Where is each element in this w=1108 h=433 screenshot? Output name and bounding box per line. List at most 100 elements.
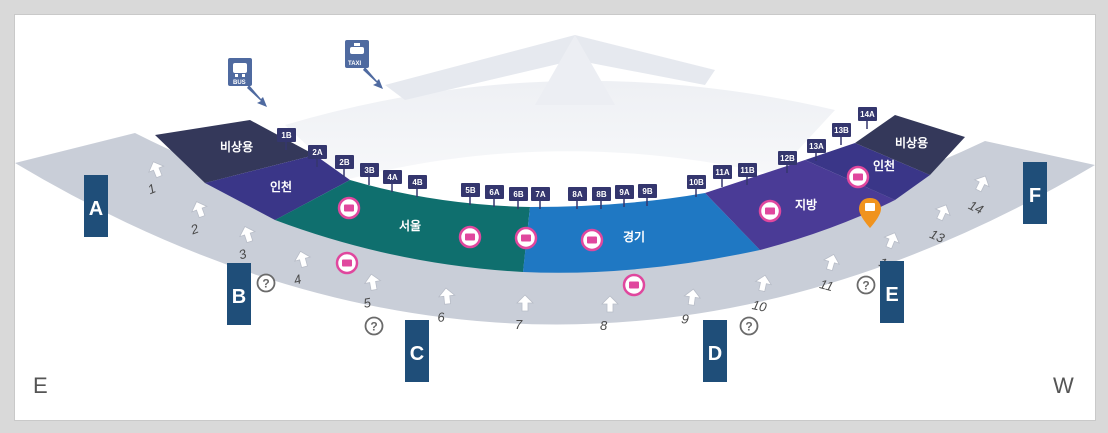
bus-stop-tag-4a: 4A — [383, 170, 402, 192]
svg-text:4B: 4B — [412, 178, 422, 187]
door-number: 4 — [292, 271, 303, 287]
svg-text:4A: 4A — [387, 173, 397, 182]
svg-text:13B: 13B — [834, 126, 849, 135]
svg-text:BUS: BUS — [233, 80, 246, 86]
svg-text:8A: 8A — [572, 190, 582, 199]
taxi-arrow-icon — [363, 67, 383, 89]
gate-e: E — [880, 261, 904, 323]
bus-stop-tag-14a: 14A — [858, 107, 877, 129]
door-arrow-icon — [883, 232, 900, 250]
bus-arrow-icon — [247, 85, 267, 107]
door-arrow-icon — [601, 295, 619, 313]
svg-text:?: ? — [262, 277, 269, 291]
door-7: 7 — [515, 294, 534, 332]
svg-text:10B: 10B — [689, 178, 704, 187]
door-number: 8 — [600, 318, 608, 333]
door-6: 6 — [437, 287, 456, 325]
gates: A B C D E F — [84, 162, 1047, 382]
svg-text:2B: 2B — [339, 158, 349, 167]
taxi-icon: TAXI — [345, 40, 369, 68]
door-9: 9 — [680, 288, 702, 327]
svg-text:?: ? — [862, 279, 869, 293]
zone-label-incheon-left: 인천 — [270, 179, 292, 194]
info-icon: ? — [856, 275, 876, 295]
svg-text:1B: 1B — [281, 131, 291, 140]
svg-text:F: F — [1029, 185, 1041, 207]
svg-text:14A: 14A — [860, 110, 875, 119]
door-arrows: 1234567891011121314 — [146, 161, 990, 333]
svg-text:D: D — [708, 343, 722, 365]
bus-stop-tag-6a: 6A — [485, 185, 504, 207]
gate-b: B — [227, 263, 251, 325]
door-number: 14 — [966, 197, 986, 217]
door-arrow-icon — [973, 175, 990, 193]
bus-stop-tag-2b: 2B — [335, 155, 354, 177]
bus-stop-tag-13b: 13B — [832, 123, 851, 145]
door-arrow-icon — [683, 288, 702, 306]
svg-text:?: ? — [745, 320, 752, 334]
zone-emergency-left — [155, 120, 315, 183]
svg-text:11B: 11B — [740, 166, 754, 175]
door-number: 6 — [437, 309, 447, 325]
svg-text:8B: 8B — [596, 190, 606, 199]
svg-text:C: C — [410, 343, 424, 365]
gate-f: F — [1023, 162, 1047, 224]
bus-stop-tag-7a: 7A — [531, 187, 550, 209]
door-arrow-icon — [238, 225, 257, 244]
ticket-icon — [337, 196, 361, 220]
zone-label-incheon-right: 인천 — [873, 158, 895, 173]
svg-text:12B: 12B — [780, 154, 795, 163]
bus-stop-tag-4b: 4B — [408, 175, 427, 197]
svg-text:6B: 6B — [513, 190, 523, 199]
door-number: 9 — [680, 311, 689, 327]
ticket-icon — [846, 165, 870, 189]
door-number: 5 — [362, 295, 372, 311]
bus-icon: BUS — [228, 58, 252, 86]
door-13: 13 — [928, 204, 951, 246]
zone-label-gyeonggi: 경기 — [623, 229, 645, 244]
ticket-icon — [758, 199, 782, 223]
svg-text:13A: 13A — [809, 142, 824, 151]
info-icon: ? — [739, 316, 759, 336]
door-arrow-icon — [148, 161, 165, 179]
door-arrow-icon — [363, 273, 382, 291]
svg-text:3B: 3B — [364, 166, 374, 175]
door-number: 10 — [751, 297, 769, 315]
ticket-icon — [622, 273, 646, 297]
bus-stop-tag-9b: 9B — [638, 184, 657, 206]
zone-label-emergency-left: 비상용 — [220, 139, 253, 154]
bus-stop-tag-9a: 9A — [615, 185, 634, 207]
zone-label-emergency-right: 비상용 — [895, 135, 928, 150]
bus-stop-tag-1b: 1B — [277, 128, 296, 150]
ticket-icon — [458, 225, 482, 249]
zone-gyeonggi — [523, 193, 760, 273]
bus-stop-tag-12b: 12B — [778, 151, 797, 173]
svg-text:A: A — [89, 198, 103, 220]
info-icon: ? — [364, 316, 384, 336]
svg-text:?: ? — [370, 320, 377, 334]
door-arrow-icon — [754, 274, 773, 292]
svg-text:TAXI: TAXI — [348, 61, 362, 67]
roadway-band — [15, 133, 1095, 325]
door-14: 14 — [966, 175, 990, 217]
svg-text:E: E — [885, 284, 898, 306]
door-10: 10 — [751, 274, 773, 315]
west-label: W — [1053, 373, 1074, 398]
gate-c: C — [405, 320, 429, 382]
svg-text:7A: 7A — [535, 190, 545, 199]
door-number: 11 — [818, 276, 835, 294]
bus-stop-tag-11b: 11B — [738, 163, 757, 185]
svg-text:2A: 2A — [312, 148, 322, 157]
east-label: E — [33, 373, 48, 398]
svg-text:B: B — [232, 286, 246, 308]
svg-text:9A: 9A — [619, 188, 629, 197]
bus-stop-tag-8b: 8B — [592, 187, 611, 209]
door-number: 13 — [928, 226, 948, 246]
door-arrow-icon — [191, 201, 208, 219]
bus-stop-tag-6b: 6B — [509, 187, 528, 209]
location-pin-icon — [859, 198, 881, 228]
svg-text:6A: 6A — [489, 188, 499, 197]
ticket-icon — [580, 228, 604, 252]
